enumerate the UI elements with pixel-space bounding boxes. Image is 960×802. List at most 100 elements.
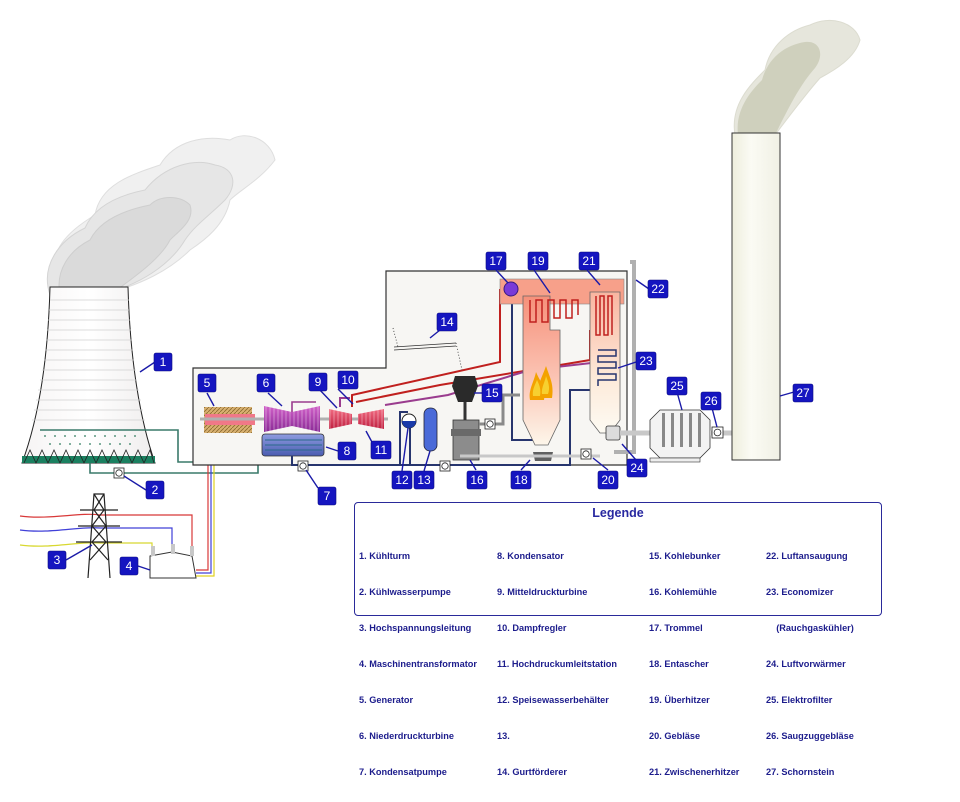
coal-bunker	[452, 376, 478, 402]
tag-5[interactable]: 5	[197, 373, 217, 393]
legend-item: 23. Economizer	[766, 587, 834, 597]
tag-15-label: 15	[485, 386, 499, 400]
legend-item: 10. Dampfregler	[497, 623, 567, 633]
legend-item: 15. Kohlebunker	[649, 551, 721, 561]
feedwater-tank	[401, 413, 417, 429]
tag-11-label: 11	[375, 443, 388, 457]
tag-17[interactable]: 17	[485, 251, 507, 271]
feedwater-lines	[291, 292, 615, 466]
tag-6-label: 6	[263, 376, 270, 390]
legend-item: 3. Hochspannungsleitung	[359, 623, 472, 633]
legend-column-3: 15. Kohlebunker 16. Kohlemühle 17. Tromm…	[649, 526, 739, 802]
tag-1[interactable]: 1	[153, 352, 173, 372]
tag-6[interactable]: 6	[256, 373, 276, 393]
condensate-pump-icon	[297, 460, 309, 472]
high-pressure-turbine	[358, 409, 384, 429]
coal-mill	[451, 419, 481, 461]
legend-item: 20. Gebläse	[649, 731, 701, 741]
legend-item: 9. Mitteldruckturbine	[497, 587, 588, 597]
induced-draft-fan-icon	[711, 426, 724, 439]
tag-20-label: 20	[601, 473, 615, 487]
legend-column-4: 22. Luftansaugung 23. Economizer (Rauchg…	[766, 526, 854, 802]
legend-item: 22. Luftansaugung	[766, 551, 848, 561]
tag-12-label: 12	[395, 473, 409, 487]
tag-14-label: 14	[440, 315, 454, 329]
tag-27[interactable]: 27	[792, 383, 814, 403]
tag-3[interactable]: 3	[47, 550, 67, 570]
chimney	[731, 132, 781, 461]
tag-23-label: 23	[639, 354, 653, 368]
legend-item: 6. Niederdruckturbine	[359, 731, 454, 741]
tag-25[interactable]: 25	[666, 376, 688, 396]
transformer	[149, 544, 197, 579]
tag-26-label: 26	[704, 394, 718, 408]
legend-item: 2. Kühlwasserpumpe	[359, 587, 451, 597]
tag-8[interactable]: 8	[337, 441, 357, 461]
legend-item: 14. Gurtförderer	[497, 767, 567, 777]
legend-item: 26. Saugzuggebläse	[766, 731, 854, 741]
tag-22-label: 22	[651, 282, 665, 296]
condenser	[261, 433, 325, 457]
pylon	[76, 493, 122, 579]
pump-icons	[113, 418, 724, 479]
tag-2-label: 2	[152, 483, 159, 497]
tag-11[interactable]: 11	[370, 440, 392, 460]
tag-20[interactable]: 20	[597, 470, 619, 490]
legend-item: (Rauchgaskühler)	[766, 623, 854, 633]
legend-item: 27. Schornstein	[766, 767, 835, 777]
legend-item: 5. Generator	[359, 695, 414, 705]
legend-item: 12. Speisewasserbehälter	[497, 695, 609, 705]
tag-12[interactable]: 12	[391, 470, 413, 490]
tag-26[interactable]: 26	[700, 391, 722, 411]
tag-9[interactable]: 9	[308, 372, 328, 392]
tag-1-label: 1	[160, 355, 167, 369]
tag-4[interactable]: 4	[119, 556, 139, 576]
blower-icon	[580, 448, 592, 460]
electrostatic-precipitator	[649, 409, 711, 463]
tag-18-label: 18	[514, 473, 528, 487]
legend-item: 25. Elektrofilter	[766, 695, 833, 705]
legend-item: 17. Trommel	[649, 623, 703, 633]
tag-2[interactable]: 2	[145, 480, 165, 500]
tag-19[interactable]: 19	[527, 251, 549, 271]
legend-title: Legende	[592, 506, 644, 520]
tag-24[interactable]: 24	[626, 458, 648, 478]
tag-3-label: 3	[54, 553, 61, 567]
tag-13-label: 13	[417, 473, 431, 487]
tag-7-label: 7	[324, 489, 331, 503]
tag-15[interactable]: 15	[481, 383, 503, 403]
power-plant-diagram: 1 2 3 4 5 6 7 8 9 10 11 12 13 14 15 16 1…	[19, 19, 861, 579]
legend-item: 13.	[497, 731, 510, 741]
tag-9-label: 9	[315, 375, 322, 389]
tag-16[interactable]: 16	[466, 470, 488, 490]
tag-7[interactable]: 7	[317, 486, 337, 506]
tag-18[interactable]: 18	[510, 470, 532, 490]
tag-10[interactable]: 10	[337, 370, 359, 390]
cooling-water-pump-icon	[113, 467, 125, 479]
legend-column-1: 1. Kühlturm 2. Kühlwasserpumpe 3. Hochsp…	[359, 526, 477, 802]
tag-8-label: 8	[344, 444, 351, 458]
cooling-tower	[21, 286, 156, 464]
tag-24-label: 24	[630, 461, 644, 475]
legend-item: 19. Überhitzer	[649, 695, 710, 705]
coal-feeder-icon	[484, 418, 496, 430]
tag-23[interactable]: 23	[635, 351, 657, 371]
intermediate-pressure-turbine	[329, 409, 352, 429]
tag-22[interactable]: 22	[647, 279, 669, 299]
legend-item: 7. Kondensatpumpe	[359, 767, 447, 777]
tag-10-label: 10	[341, 373, 355, 387]
tag-16-label: 16	[470, 473, 484, 487]
belt-conveyor	[392, 327, 463, 371]
tag-21-label: 21	[582, 254, 596, 268]
tag-13[interactable]: 13	[413, 470, 435, 490]
tag-14[interactable]: 14	[436, 312, 458, 332]
legend-item: 16. Kohlemühle	[649, 587, 717, 597]
legend-item: 1. Kühlturm	[359, 551, 411, 561]
tag-19-label: 19	[531, 254, 545, 268]
legend-box: Legende 1. Kühlturm 2. Kühlwasserpumpe 3…	[354, 502, 882, 777]
legend-item: 8. Kondensator	[497, 551, 564, 561]
tag-17-label: 17	[489, 254, 503, 268]
tag-21[interactable]: 21	[578, 251, 600, 271]
cooling-tower-steam	[46, 135, 276, 296]
chimney-smoke	[733, 19, 861, 136]
